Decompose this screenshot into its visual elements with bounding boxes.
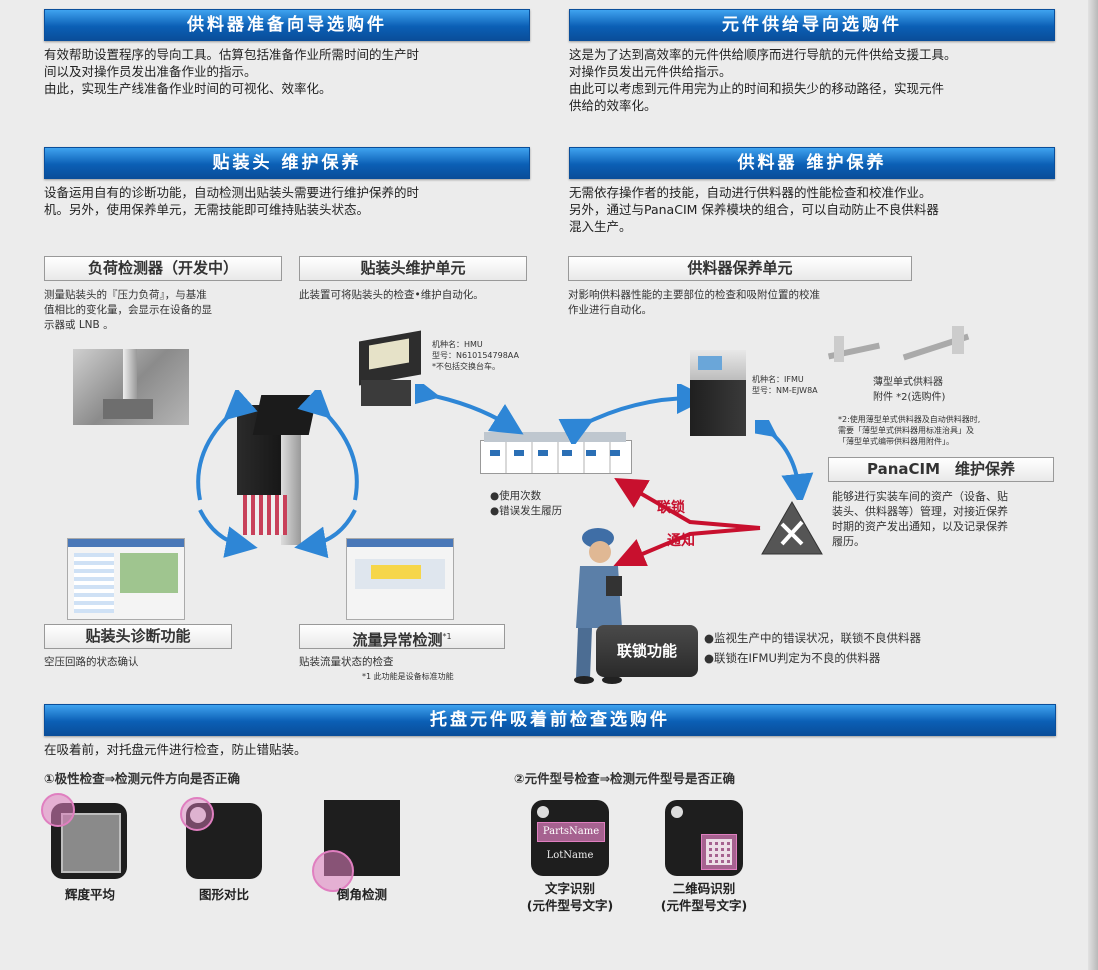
polarity-check-title: ①极性检查⇒检测元件方向是否正确	[44, 771, 241, 786]
qr-recognition-caption: 二维码识别 (元件型号文字)	[660, 881, 748, 913]
interlock-function-badge: 联锁功能	[596, 625, 698, 677]
maintenance-tools-icon	[761, 500, 823, 555]
section-title-supply-nav: 元件供给导向选购件	[569, 9, 1055, 41]
line-info: ●使用次数 ●错误发生履历	[490, 490, 563, 517]
pattern-contrast-chip-icon	[180, 797, 262, 879]
section-title-feeder-maint: 供料器 维护保养	[569, 147, 1055, 179]
panacim-link-arrow	[755, 420, 814, 500]
interlock-arrows	[613, 477, 761, 566]
section-title-tray-check: 托盘元件吸着前检查选购件	[44, 704, 1056, 736]
pattern-contrast-caption: 图形对比	[198, 887, 249, 902]
load-detector-label: 负荷检测器（开发中）	[44, 256, 282, 281]
thin-feeder-image-2	[902, 322, 970, 366]
notify-arrow-label: 通知	[667, 533, 695, 549]
head-maintenance-unit-image	[355, 328, 427, 408]
head-diagnosis-description: 空压回路的状态确认	[44, 656, 139, 668]
head-diagnosis-screen-image	[67, 538, 185, 620]
production-line-image	[480, 432, 632, 480]
feeder-maint-description: 无需依存操作者的技能，自动进行供料器的性能检查和校准作业。 另外，通过与Pana…	[569, 185, 939, 234]
feeder-maintenance-unit-image	[690, 350, 748, 440]
tray-check-description: 在吸着前，对托盘元件进行检查，防止错贴装。	[44, 742, 307, 757]
character-recognition-chip-icon: PartsName LotName	[531, 800, 609, 876]
flow-check-note: *1 此功能是设备标准功能	[362, 672, 454, 681]
page-edge	[1088, 0, 1098, 970]
thin-feeder-note: *2:使用薄型单式供料器及自动供料器时, 需要「薄型单式供料器用标准治具」及 「…	[838, 415, 981, 446]
interlock-function-description: ●监视生产中的错误状况，联锁不良供料器 ●联锁在IFMU判定为不良的供料器	[704, 631, 922, 665]
feeder-unit-description: 对影响供料器性能的主要部位的检查和吸附位置的校准 作业进行自动化。	[568, 289, 820, 316]
lot-name-text: LotName	[546, 850, 594, 861]
feeder-unit-spec: 机种名：IFMU 型号：NM-EJW8A	[752, 375, 818, 395]
head-unit-label: 贴装头维护单元	[299, 256, 527, 281]
qr-code-icon	[701, 834, 737, 870]
chamfer-detection-chip-icon	[312, 800, 400, 892]
feeder-unit-label: 供料器保养单元	[568, 256, 912, 281]
load-detector-description: 测量贴装头的『压力负荷』，与基准 值相比的变化量，会显示在设备的显 示器或 LN…	[44, 289, 212, 331]
head-diagnosis-label: 贴装头诊断功能	[44, 624, 232, 649]
supply-nav-description: 这是为了达到高效率的元件供给顺序而进行导航的元件供给支援工具。 对操作员发出元件…	[569, 47, 957, 113]
head-unit-spec: 机种名：HMU 型号：N610154798AA *不包括交换台车。	[432, 340, 519, 371]
brightness-average-chip-icon	[41, 793, 127, 879]
head-maint-description: 设备运用自有的诊断功能，自动检测出贴装头需要进行维护保养的时 机。另外，使用保养…	[44, 185, 420, 217]
head-unit-description: 此装置可将贴装头的检查•维护自动化。	[299, 289, 484, 301]
character-recognition-caption: 文字识别 (元件型号文字)	[526, 881, 614, 913]
chamfer-detection-caption: 倒角检测	[336, 887, 387, 902]
model-check-title: ②元件型号检查⇒检测元件型号是否正确	[514, 771, 736, 786]
maintenance-cycle-arrows	[196, 390, 359, 559]
panacim-description: 能够进行实装车间的资产（设备、贴 装头、供料器等）管理，对接近保养 时期的资产发…	[832, 490, 1008, 548]
brightness-average-caption: 辉度平均	[64, 887, 115, 902]
interlock-arrow-label: 联锁	[657, 500, 685, 516]
thin-feeder-label: 薄型单式供料器 附件 *2(选购件)	[873, 377, 946, 403]
thin-feeder-image-1	[827, 328, 881, 368]
flow-check-label: 流量异常检测*1	[299, 624, 505, 649]
flow-check-screen-image	[346, 538, 454, 620]
line-link-arrows	[415, 384, 705, 444]
flow-check-description: 贴装流量状态的检查	[299, 656, 394, 668]
qr-recognition-chip-icon	[665, 800, 743, 876]
panacim-label: PanaCIM 维护保养	[828, 457, 1054, 482]
parts-name-text: PartsName	[537, 822, 605, 842]
load-detector-photo	[73, 349, 189, 425]
setup-nav-description: 有效帮助设置程序的导向工具。估算包括准备作业所需时间的生产时 间以及对操作员发出…	[44, 47, 420, 96]
section-title-setup-nav: 供料器准备向导选购件	[44, 9, 530, 41]
section-title-head-maint: 贴装头 维护保养	[44, 147, 530, 179]
